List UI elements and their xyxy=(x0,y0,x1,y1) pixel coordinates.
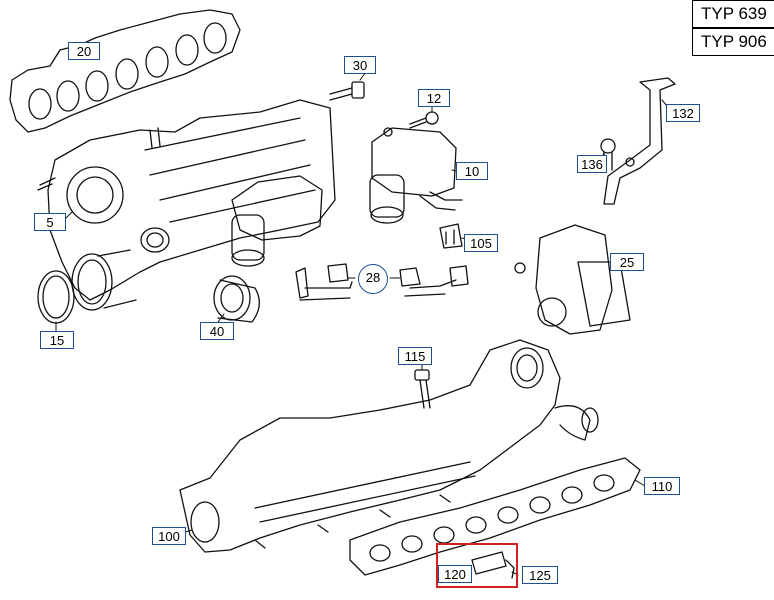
part-40-hose xyxy=(213,275,260,323)
part-105-connector xyxy=(439,223,463,249)
part-10-egr-valve xyxy=(369,127,463,224)
callout-15[interactable]: 15 xyxy=(40,331,74,349)
callout-25[interactable]: 25 xyxy=(610,253,644,271)
callout-30[interactable]: 30 xyxy=(344,56,376,74)
callout-20[interactable]: 20 xyxy=(68,42,100,60)
callout-5[interactable]: 5 xyxy=(34,213,66,231)
part-15-o-ring xyxy=(37,270,75,324)
callout-10[interactable]: 10 xyxy=(456,162,488,180)
callout-132[interactable]: 132 xyxy=(666,104,700,122)
callout-105[interactable]: 105 xyxy=(464,234,498,252)
part-12-bolt xyxy=(409,111,439,129)
callout-12[interactable]: 12 xyxy=(418,89,450,107)
part-132-bracket xyxy=(603,77,676,205)
part-110-exhaust-gasket xyxy=(349,457,641,576)
part-25-actuator xyxy=(514,224,631,335)
leader-lines xyxy=(55,63,673,576)
callout-28[interactable]: 28 xyxy=(358,264,388,294)
part-20-intake-gasket xyxy=(9,9,241,133)
part-5-intake-manifold xyxy=(37,99,336,301)
callout-115[interactable]: 115 xyxy=(398,347,432,365)
part-100-exhaust-manifold xyxy=(179,339,599,553)
callout-40[interactable]: 40 xyxy=(200,322,234,340)
callout-125[interactable]: 125 xyxy=(522,566,558,584)
callout-100[interactable]: 100 xyxy=(152,527,186,545)
part-28-wiring-harness xyxy=(295,263,469,301)
type-code-906: TYP 906 xyxy=(692,28,774,56)
callout-120[interactable]: 120 xyxy=(438,565,472,583)
part-120-sensor xyxy=(471,551,515,579)
callout-136[interactable]: 136 xyxy=(577,155,607,173)
throttle-body-left xyxy=(231,175,323,267)
callout-110[interactable]: 110 xyxy=(644,477,680,495)
part-30-bolt xyxy=(329,81,365,101)
intake-tube xyxy=(71,249,137,311)
selected-part-highlight xyxy=(436,543,518,588)
type-code-639: TYP 639 xyxy=(692,0,774,28)
